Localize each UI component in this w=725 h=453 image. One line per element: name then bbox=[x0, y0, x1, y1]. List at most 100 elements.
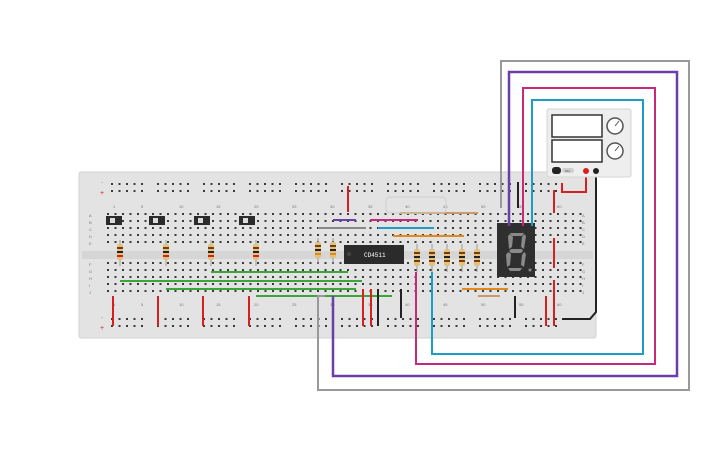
breadboard-hole[interactable] bbox=[212, 234, 214, 236]
breadboard-hole[interactable] bbox=[369, 269, 372, 271]
breadboard-hole[interactable] bbox=[399, 276, 402, 278]
breadboard-hole[interactable] bbox=[257, 234, 259, 236]
breadboard-hole[interactable] bbox=[256, 325, 259, 327]
breadboard-hole[interactable] bbox=[489, 213, 492, 215]
breadboard-hole[interactable] bbox=[402, 325, 404, 327]
breadboard-hole[interactable] bbox=[542, 234, 544, 236]
breadboard-hole[interactable] bbox=[417, 325, 419, 327]
breadboard-hole[interactable] bbox=[414, 241, 417, 243]
breadboard-hole[interactable] bbox=[225, 325, 228, 327]
breadboard-hole[interactable] bbox=[324, 234, 327, 236]
breadboard-hole[interactable] bbox=[512, 213, 514, 215]
breadboard-hole[interactable] bbox=[212, 283, 214, 285]
breadboard-hole[interactable] bbox=[242, 227, 244, 229]
breadboard-hole[interactable] bbox=[279, 269, 282, 271]
breadboard-hole[interactable] bbox=[540, 190, 542, 192]
breadboard-hole[interactable] bbox=[579, 234, 582, 236]
breadboard-hole[interactable] bbox=[332, 213, 334, 215]
breadboard-hole[interactable] bbox=[459, 283, 462, 285]
breadboard-hole[interactable] bbox=[501, 325, 504, 327]
breadboard-hole[interactable] bbox=[212, 290, 214, 292]
breadboard-hole[interactable] bbox=[369, 276, 372, 278]
wire-magenta[interactable] bbox=[415, 87, 656, 365]
breadboard-hole[interactable] bbox=[564, 227, 567, 229]
breadboard-hole[interactable] bbox=[197, 241, 199, 243]
breadboard-hole[interactable] bbox=[377, 213, 379, 215]
breadboard-hole[interactable] bbox=[422, 283, 424, 285]
breadboard-hole[interactable] bbox=[549, 262, 552, 264]
resistor[interactable] bbox=[163, 240, 169, 266]
breadboard-hole[interactable] bbox=[197, 290, 199, 292]
breadboard-hole[interactable] bbox=[197, 283, 199, 285]
breadboard-hole[interactable] bbox=[482, 269, 484, 271]
breadboard-hole[interactable] bbox=[144, 269, 147, 271]
breadboard-hole[interactable] bbox=[272, 234, 274, 236]
breadboard-hole[interactable] bbox=[317, 276, 319, 278]
breadboard-hole[interactable] bbox=[264, 234, 267, 236]
resistor[interactable] bbox=[444, 244, 450, 272]
breadboard-hole[interactable] bbox=[474, 290, 477, 292]
breadboard-hole[interactable] bbox=[249, 241, 252, 243]
breadboard-hole[interactable] bbox=[234, 269, 237, 271]
breadboard-hole[interactable] bbox=[242, 234, 244, 236]
breadboard-hole[interactable] bbox=[572, 213, 574, 215]
breadboard-hole[interactable] bbox=[572, 262, 574, 264]
breadboard-hole[interactable] bbox=[309, 220, 312, 222]
breadboard-hole[interactable] bbox=[347, 213, 349, 215]
breadboard-hole[interactable] bbox=[272, 283, 274, 285]
breadboard-hole[interactable] bbox=[133, 190, 136, 192]
breadboard-hole[interactable] bbox=[564, 220, 567, 222]
breadboard-hole[interactable] bbox=[249, 262, 252, 264]
breadboard-hole[interactable] bbox=[572, 227, 574, 229]
breadboard-hole[interactable] bbox=[399, 283, 402, 285]
breadboard-hole[interactable] bbox=[433, 325, 435, 327]
breadboard-hole[interactable] bbox=[347, 283, 349, 285]
breadboard-hole[interactable] bbox=[324, 290, 327, 292]
breadboard-hole[interactable] bbox=[394, 318, 397, 320]
breadboard-hole[interactable] bbox=[437, 227, 439, 229]
breadboard-hole[interactable] bbox=[271, 183, 274, 185]
breadboard-hole[interactable] bbox=[227, 290, 229, 292]
breadboard-hole[interactable] bbox=[452, 276, 454, 278]
breadboard-hole[interactable] bbox=[564, 269, 567, 271]
breadboard-hole[interactable] bbox=[448, 190, 450, 192]
breadboard-hole[interactable] bbox=[144, 283, 147, 285]
breadboard-hole[interactable] bbox=[444, 241, 447, 243]
breadboard-hole[interactable] bbox=[264, 262, 267, 264]
breadboard-hole[interactable] bbox=[287, 283, 289, 285]
breadboard-hole[interactable] bbox=[204, 290, 207, 292]
breadboard-hole[interactable] bbox=[467, 283, 469, 285]
breadboard-hole[interactable] bbox=[309, 269, 312, 271]
breadboard-hole[interactable] bbox=[354, 283, 357, 285]
breadboard-hole[interactable] bbox=[354, 290, 357, 292]
breadboard-hole[interactable] bbox=[279, 190, 281, 192]
breadboard-hole[interactable] bbox=[474, 276, 477, 278]
breadboard-hole[interactable] bbox=[227, 269, 229, 271]
breadboard-hole[interactable] bbox=[294, 290, 297, 292]
breadboard-hole[interactable] bbox=[384, 241, 387, 243]
breadboard-hole[interactable] bbox=[384, 276, 387, 278]
breadboard-hole[interactable] bbox=[182, 234, 184, 236]
breadboard-hole[interactable] bbox=[414, 269, 417, 271]
breadboard-hole[interactable] bbox=[242, 276, 244, 278]
breadboard-hole[interactable] bbox=[279, 325, 281, 327]
breadboard-hole[interactable] bbox=[227, 227, 229, 229]
breadboard-hole[interactable] bbox=[479, 183, 481, 185]
breadboard-hole[interactable] bbox=[325, 190, 327, 192]
breadboard-hole[interactable] bbox=[579, 290, 582, 292]
breadboard-hole[interactable] bbox=[467, 241, 469, 243]
breadboard-hole[interactable] bbox=[549, 276, 552, 278]
breadboard-hole[interactable] bbox=[257, 262, 259, 264]
breadboard-hole[interactable] bbox=[182, 227, 184, 229]
breadboard-hole[interactable] bbox=[371, 190, 373, 192]
negative-terminal[interactable] bbox=[593, 168, 599, 174]
breadboard-hole[interactable] bbox=[174, 213, 177, 215]
breadboard-hole[interactable] bbox=[174, 269, 177, 271]
breadboard-hole[interactable] bbox=[257, 220, 259, 222]
breadboard-hole[interactable] bbox=[114, 262, 117, 264]
breadboard-hole[interactable] bbox=[339, 262, 342, 264]
breadboard-hole[interactable] bbox=[463, 183, 465, 185]
breadboard-hole[interactable] bbox=[407, 276, 409, 278]
breadboard-hole[interactable] bbox=[122, 269, 124, 271]
